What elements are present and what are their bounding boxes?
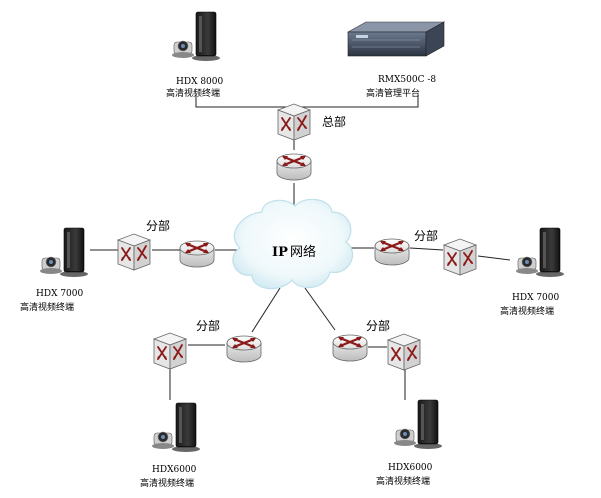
left-branch-label: 分部 (146, 218, 170, 233)
bl-terminal-model: HDX6000 (152, 465, 197, 475)
hq-terminal-model: HDX 8000 (176, 77, 224, 87)
hq-terminal-desc: 高清视频终端 (166, 87, 220, 99)
hq-router-icon (275, 152, 313, 182)
mcu-rack-icon (346, 21, 446, 57)
br-branch-label: 分部 (366, 318, 390, 333)
right-branch-label: 分部 (414, 228, 438, 243)
bl-cloud-router-link (251, 287, 281, 333)
right-terminal-model: HDX 7000 (512, 293, 560, 303)
hq-bus-link (195, 95, 419, 108)
left-terminal-model: HDX 7000 (36, 289, 84, 299)
br-router-icon (331, 333, 369, 363)
branch-right: 分部 HDX 7000 高清视频终端 (373, 227, 565, 317)
left-terminal-icon (39, 227, 89, 278)
right-switch-icon (443, 238, 477, 276)
links (90, 95, 511, 400)
hq-group: HDX 8000 高清视频终端 RMX500C -8 高清管理平台 总部 (166, 11, 446, 182)
bl-terminal-desc: 高清视频终端 (140, 477, 194, 489)
left-switch-icon (117, 233, 151, 271)
br-switch-icon (387, 333, 421, 371)
br-terminal-model: HDX6000 (388, 463, 433, 473)
ip-network-cloud: IP 网络 (232, 198, 353, 290)
br-terminal-desc: 高清视频终端 (376, 475, 430, 487)
right-switch-terminal-link (477, 255, 511, 261)
branch-bottom-left: 分部 HDX6000 高清视频终端 (140, 318, 263, 489)
hq-terminal-icon (171, 11, 221, 62)
cloud-label-ip: IP (272, 245, 288, 260)
cloud-label-text: 网络 (290, 244, 316, 260)
mcu-desc: 高清管理平台 (366, 87, 420, 99)
hq-label: 总部 (322, 114, 346, 129)
right-terminal-desc: 高清视频终端 (500, 305, 554, 317)
bl-terminal-icon (151, 402, 201, 453)
hq-switch-icon (277, 103, 311, 141)
br-terminal-icon (393, 399, 443, 450)
branch-bottom-right: 分部 HDX6000 高清视频终端 (331, 318, 443, 487)
left-router-icon (178, 239, 216, 269)
right-router-icon (373, 237, 411, 267)
branch-left: HDX 7000 高清视频终端 分部 (20, 218, 216, 313)
left-terminal-desc: 高清视频终端 (20, 301, 74, 313)
br-cloud-router-link (304, 287, 336, 331)
bl-switch-icon (153, 332, 187, 370)
right-router-switch-link (409, 247, 444, 251)
right-terminal-icon (515, 227, 565, 278)
mcu-model: RMX500C -8 (378, 75, 436, 85)
bl-branch-label: 分部 (196, 318, 220, 333)
bl-router-icon (225, 334, 263, 364)
